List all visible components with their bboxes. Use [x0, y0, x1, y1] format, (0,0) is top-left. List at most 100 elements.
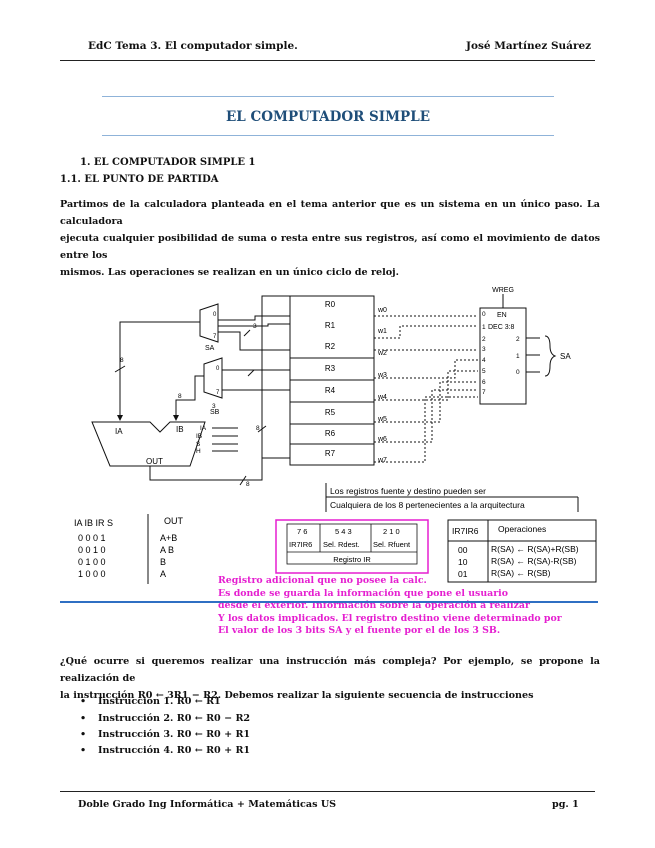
ops-op: R(SA) ← R(SB)	[491, 568, 551, 578]
footer-left: Doble Grado Ing Informática + Matemática…	[78, 799, 337, 810]
page-title: EL COMPUTADOR SIMPLE	[226, 109, 430, 125]
question-paragraph: ¿Qué ocurre si queremos realizar una ins…	[60, 653, 600, 704]
question-line: ¿Qué ocurre si queremos realizar una ins…	[60, 656, 600, 684]
bus-width-label: 8	[246, 481, 250, 488]
ir-bit-range: 2 1 0	[383, 527, 400, 536]
write-line-label: w0	[377, 307, 387, 314]
header-rule	[60, 60, 595, 61]
instruction-item: •Instrucción 2. R0 ← R0 − R2	[80, 713, 251, 724]
ops-code: 10	[458, 557, 468, 567]
ir-field: Sel. Rdest.	[323, 540, 360, 549]
register-label: R2	[325, 342, 336, 351]
truth-out: B	[160, 557, 166, 567]
write-line-label: w6	[377, 436, 387, 443]
decoder: WREG EN DEC 3:8 0 1 2 3 4 5 6 7 2 1 0 SA	[479, 287, 571, 405]
bus-width-label: 8	[120, 357, 124, 364]
mux-b: SB 0 7	[203, 357, 223, 416]
decoder-en: EN	[497, 312, 507, 319]
ops-op: R(SA) ← R(SA)-R(SB)	[491, 556, 577, 566]
truth-out: A B	[160, 545, 174, 555]
ir-field: Sel. Rfuent	[373, 540, 411, 549]
ir-note-line: El valor de los 3 bits SA y el fuente po…	[218, 625, 501, 636]
ir-bit-range: 7 6	[297, 527, 307, 536]
truth-bits: 0 0 0 1	[78, 533, 106, 543]
ir-note-line: Y los datos implicados. El registro dest…	[218, 612, 562, 624]
write-line-label: w2	[377, 350, 387, 357]
operations-table: IR7IR6 Operaciones 00 10 01 R(SA) ← R(SA…	[447, 519, 597, 583]
register-label: R4	[325, 386, 336, 395]
write-line-label: w7	[377, 457, 387, 464]
decoder-pin: 0	[482, 311, 486, 318]
bus-width-label: 3	[212, 403, 216, 410]
decoder-wires	[374, 315, 478, 463]
header-right: José Martínez Suárez	[466, 40, 592, 52]
ops-header-right: Operaciones	[498, 524, 546, 534]
intro-paragraph: Partimos de la calculadora planteada en …	[60, 196, 600, 281]
mux-wires	[218, 315, 290, 391]
decoder-pin: 2	[482, 336, 486, 343]
register-label: R7	[325, 449, 336, 458]
truth-out: A+B	[160, 533, 177, 543]
wreg-label: WREG	[492, 287, 514, 294]
bus-widths: 8 8 8 8 3 3	[120, 323, 260, 488]
alu: IA IB OUT IA IB S H	[91, 421, 238, 467]
section-heading-1-1: 1.1. EL PUNTO DE PARTIDA	[60, 174, 219, 185]
alu-truth-table: IA IB IR S OUT 0 0 0 1 0 0 1 0 0 1 0 0 1…	[74, 514, 184, 584]
intro-line: mismos. Las operaciones se realizan en u…	[60, 267, 399, 278]
decoder-pin: 0	[516, 369, 520, 376]
register-file: R0 R1 R2 R3 R4 R5 R6 R7	[289, 295, 375, 466]
decoder-pin: 7	[482, 389, 486, 396]
page-number: pg. 1	[552, 799, 579, 810]
truth-bits: 0 1 0 0	[78, 557, 106, 567]
intro-line: ejecuta cualquier posibilidad de suma o …	[60, 233, 600, 261]
truth-header-left: IA IB IR S	[74, 518, 113, 528]
sb-label: SB	[210, 409, 220, 416]
mux-a: SA 0 7	[199, 303, 219, 352]
sa-right-label: SA	[560, 352, 571, 361]
bus-wires	[114, 295, 290, 486]
bus-width-label: 8	[256, 425, 260, 432]
mux-pin: 7	[213, 334, 217, 340]
ir-bit-range: 5 4 3	[335, 527, 352, 536]
write-line-label: w5	[377, 416, 387, 423]
header-left: EdC Tema 3. El computador simple.	[88, 40, 298, 52]
note-line: Los registros fuente y destino pueden se…	[330, 486, 486, 496]
truth-header-right: OUT	[164, 516, 184, 526]
title-rule-bottom	[102, 135, 554, 136]
decoder-pin: 3	[482, 346, 486, 353]
write-lines: w0 w1 w2 w3 w4 w5 w6 w7	[377, 307, 387, 464]
footer-rule	[60, 791, 595, 792]
instruction-item: •Instrucción 1. R0 ← R1	[80, 696, 221, 707]
write-line-label: w4	[377, 394, 387, 401]
ir-register: 7 6 5 4 3 2 1 0 IR7IR6 Sel. Rdest. Sel. …	[275, 519, 429, 574]
register-label: R5	[325, 408, 336, 417]
decoder-pin: 1	[482, 324, 486, 331]
title-rule-top	[102, 96, 554, 97]
register-label: R1	[325, 321, 336, 330]
mux-pin: 7	[216, 390, 220, 396]
truth-bits: 1 0 0 0	[78, 569, 106, 579]
bus-width-label: 8	[178, 393, 182, 400]
decoder-pin: 2	[516, 336, 520, 343]
write-line-label: w1	[377, 328, 387, 335]
mux-pin: 0	[216, 366, 220, 372]
computer-diagram: R0 R1 R2 R3 R4 R5 R6 R7 w0 w1 w2 w3 w4 w…	[91, 287, 579, 512]
decoder-pin: 4	[482, 357, 486, 364]
ops-code: 00	[458, 545, 468, 555]
ib-label: IB	[176, 425, 184, 434]
decoder-pin: 1	[516, 353, 520, 360]
question-line: la instrucción R0 ← 3R1 − R2. Debemos re…	[60, 690, 534, 701]
s-small: S	[196, 441, 201, 448]
truth-out: A	[160, 569, 166, 579]
register-label: R3	[325, 364, 336, 373]
ir-label: Registro IR	[333, 555, 371, 564]
intro-line: Partimos de la calculadora planteada en …	[60, 199, 600, 227]
ir-note-line: desde el exterior. Información sobre la …	[218, 600, 530, 611]
bus-width-label: 3	[253, 323, 257, 330]
register-label: R0	[325, 300, 336, 309]
ib-small: IB	[196, 433, 202, 440]
h-small: H	[196, 448, 201, 455]
ia-label: IA	[115, 427, 123, 436]
register-note: Los registros fuente y destino pueden se…	[325, 483, 579, 512]
sa-label: SA	[205, 345, 215, 352]
